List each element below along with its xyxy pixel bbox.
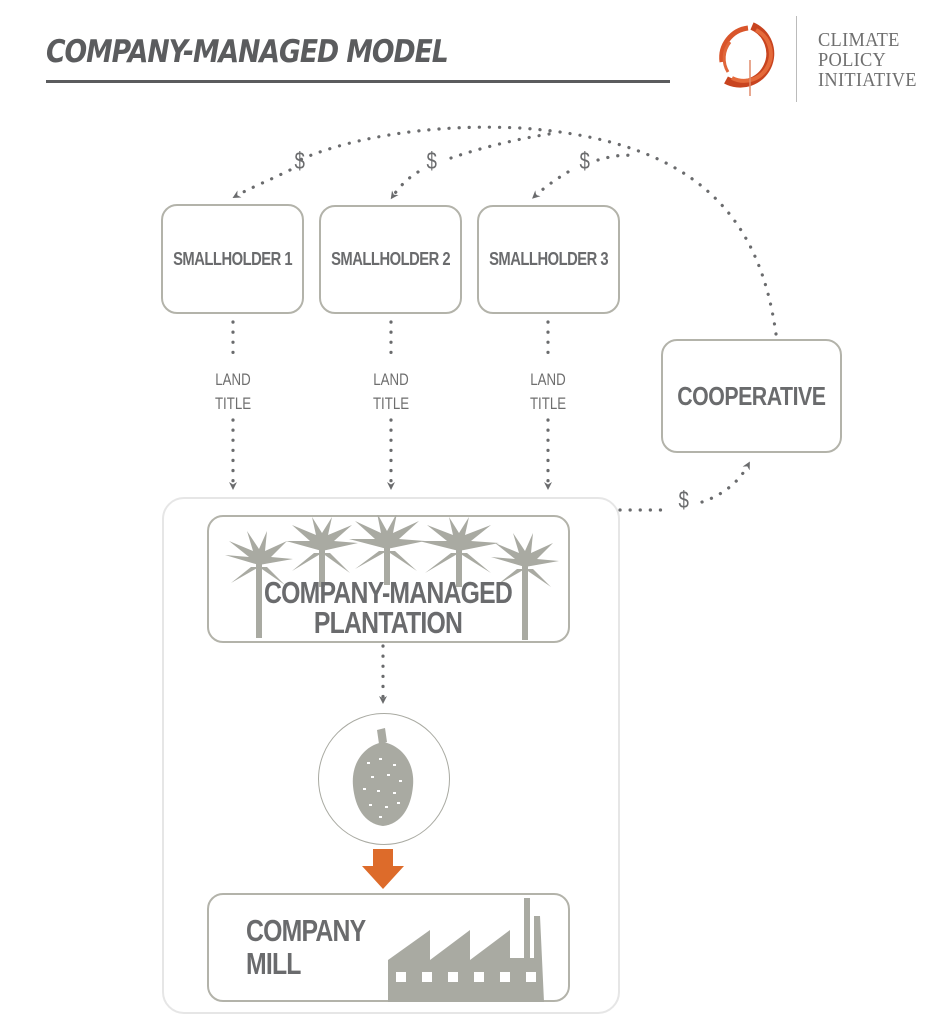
palm-trees-icon <box>225 515 559 640</box>
climate-policy-initiative-logo: CLIMATE POLICY INITIATIVE <box>712 14 938 104</box>
payment-arc-to-smallholder-3 <box>596 153 638 162</box>
land-title-line1: LAND <box>530 370 566 389</box>
land-title-line2: TITLE <box>214 394 252 413</box>
factory-icon <box>388 898 544 1002</box>
logo-divider <box>796 16 797 102</box>
node-label: SMALLHOLDER 2 <box>330 249 451 269</box>
land-title-label: LAND TITLE <box>202 368 264 416</box>
payment-arc-segment-3 <box>532 170 570 199</box>
land-title-line2: TITLE <box>529 394 567 413</box>
mill-label-line2: MILL <box>246 946 301 981</box>
payment-arc-segment-1 <box>232 168 292 198</box>
logo-text: CLIMATE POLICY INITIATIVE <box>818 30 925 90</box>
payment-arc-to-smallholder-2 <box>449 131 558 160</box>
payment-line-to-cooperative-b <box>700 461 750 504</box>
logo-line: INITIATIVE <box>818 69 917 91</box>
cooperative-node: COOPERATIVE <box>661 339 842 453</box>
logo-line: CLIMATE <box>818 29 900 51</box>
logo-swirl-icon <box>719 22 775 96</box>
node-label: SMALLHOLDER 3 <box>488 249 609 269</box>
payment-label: $ <box>579 148 590 175</box>
plantation-label: COMPANY-MANAGED PLANTATION <box>244 575 532 640</box>
land-title-line1: LAND <box>373 370 409 389</box>
payment-label: $ <box>678 487 689 514</box>
payment-label: $ <box>426 148 437 175</box>
logo-line: POLICY <box>818 49 887 71</box>
land-title-label: LAND TITLE <box>360 368 422 416</box>
mill-label: COMPANY MILL <box>246 913 366 981</box>
node-label: SMALLHOLDER 1 <box>172 248 293 269</box>
palm-fruit-node <box>318 713 450 845</box>
mill-label-line1: COMPANY <box>246 913 366 948</box>
company-boundary <box>162 497 620 1014</box>
smallholder-1-node: SMALLHOLDER 1 <box>161 204 304 314</box>
node-label: COOPERATIVE <box>677 380 826 411</box>
page-title: COMPANY-MANAGED MODEL <box>46 34 449 70</box>
smallholder-3-node: SMALLHOLDER 3 <box>477 205 620 314</box>
palm-fruit-bunch-icon <box>352 728 414 826</box>
payment-arc-segment-2 <box>390 170 420 200</box>
payment-label: $ <box>294 148 305 175</box>
plantation-label-line2: PLANTATION <box>313 605 463 640</box>
plantation-label-line1: COMPANY-MANAGED <box>264 575 513 610</box>
land-title-line1: LAND <box>215 370 251 389</box>
land-title-label: LAND TITLE <box>517 368 579 416</box>
smallholder-2-node: SMALLHOLDER 2 <box>319 205 462 314</box>
land-title-line2: TITLE <box>372 394 410 413</box>
title-divider <box>46 80 670 83</box>
